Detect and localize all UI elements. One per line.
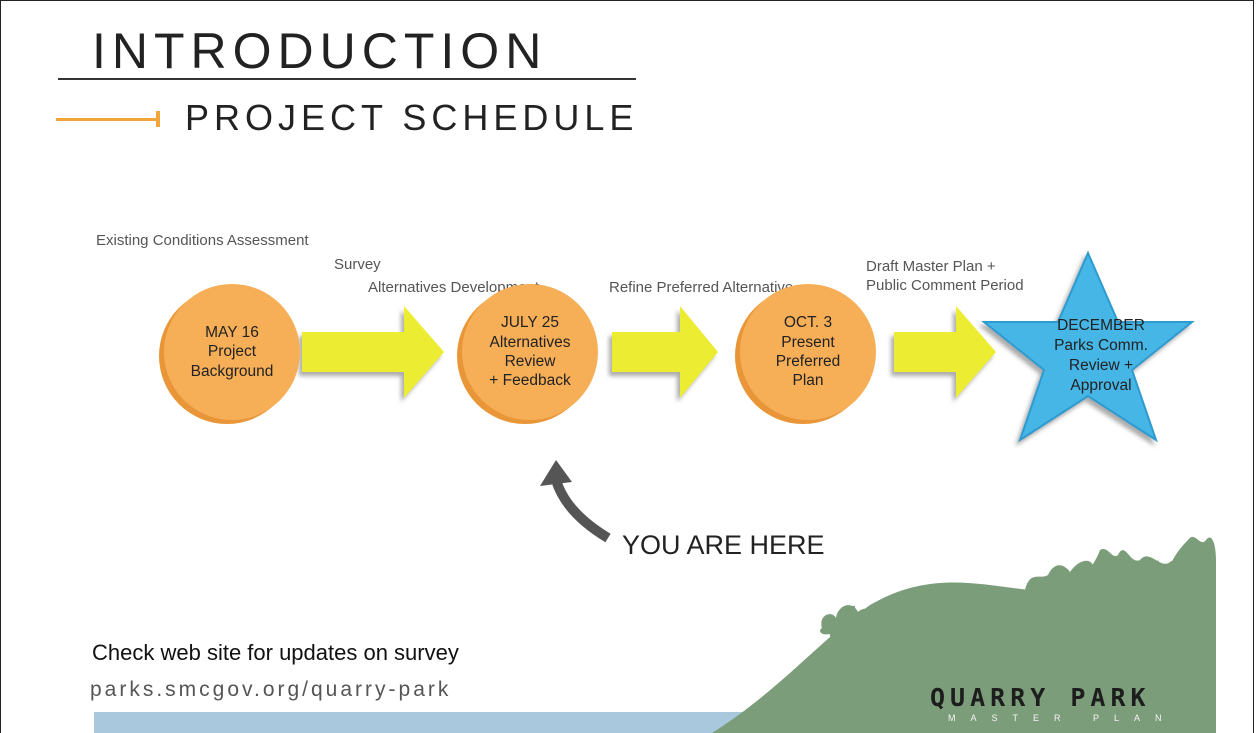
subtitle-accent-line (56, 118, 160, 121)
milestone-line: Background (190, 362, 274, 380)
phase-label-refine-preferred: Refine Preferred Alternative (609, 279, 794, 296)
milestone-oct-3: OCT. 3 Present Preferred Plan (740, 284, 876, 420)
milestone-line: Approval (1070, 377, 1132, 395)
phase-label-survey: Survey (334, 256, 381, 273)
milestone-line: Review + (1068, 357, 1134, 375)
brand-logo-name: QUARRY PARK (930, 683, 1151, 712)
milestone-line: DECEMBER (1057, 317, 1145, 334)
milestone-line: OCT. 3 (783, 314, 833, 332)
footer-note: Check web site for updates on survey (92, 640, 459, 665)
milestone-line: Alternatives (489, 333, 571, 351)
milestone-may-16: MAY 16 Project Background (164, 284, 300, 420)
phase-label-draft-master-plan: Draft Master Plan + Public Comment Perio… (866, 258, 1024, 296)
milestone-line: Project (207, 343, 257, 361)
milestone-line: Plan (792, 372, 824, 390)
milestone-line: JULY 25 (500, 314, 560, 332)
footer-url-link[interactable]: parks.smcgov.org/quarry-park (90, 678, 452, 701)
milestone-december: DECEMBER Parks Comm. Review + Approval (1016, 316, 1186, 397)
page-title: INTRODUCTION (92, 23, 548, 79)
title-underline (58, 78, 636, 80)
phase-label-existing-conditions: Existing Conditions Assessment (96, 232, 309, 249)
milestone-line: Review (504, 353, 556, 370)
phase-label-line: Draft Master Plan + (866, 258, 996, 275)
page-subtitle: PROJECT SCHEDULE (185, 97, 639, 138)
milestone-line: Parks Comm. (1054, 337, 1148, 355)
milestone-july-25: JULY 25 Alternatives Review + Feedback (462, 284, 598, 420)
phase-label-line: Public Comment Period (866, 276, 1024, 294)
brand-logo-tagline: MASTER PLAN (948, 713, 1177, 723)
milestone-line: Present (781, 333, 835, 351)
subtitle-accent-tick (156, 111, 160, 127)
milestone-line: Preferred (775, 353, 841, 370)
milestone-line: MAY 16 (205, 323, 259, 341)
milestone-line: + Feedback (489, 372, 571, 390)
you-are-here-label: YOU ARE HERE (622, 530, 825, 560)
